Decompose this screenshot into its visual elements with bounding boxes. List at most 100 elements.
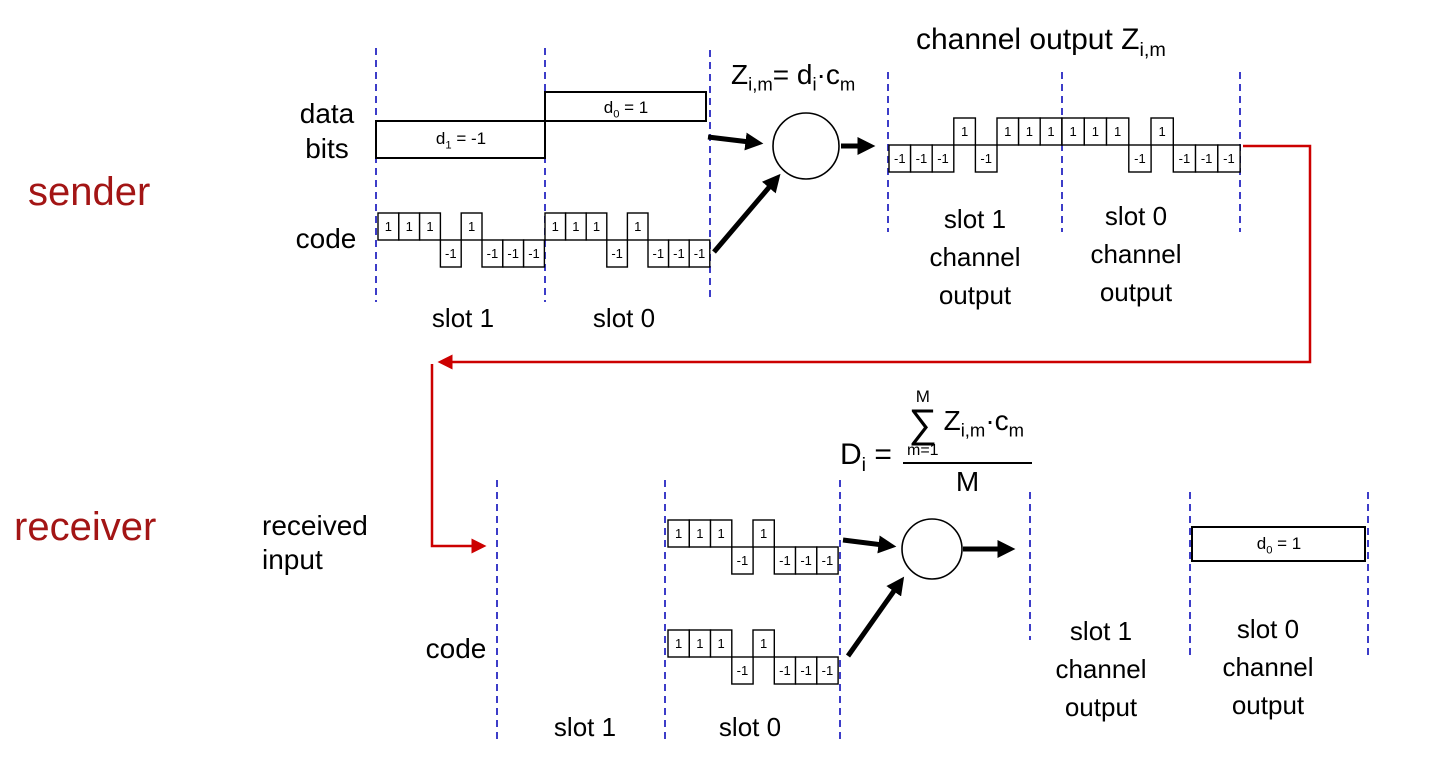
d0-value: = 1 [619, 98, 649, 117]
chip-value-label: 1 [961, 124, 968, 139]
chip-value-label: -1 [779, 663, 791, 678]
formula-eq-d: = d [772, 59, 813, 90]
receiver-correlator-node [901, 518, 963, 580]
chip-value-label: -1 [800, 663, 812, 678]
chip-value-label: -1 [737, 663, 749, 678]
waveform-chip [1150, 117, 1174, 146]
receiver-d0-value: = 1 [1272, 534, 1302, 553]
chip-value-label: -1 [611, 246, 623, 261]
d1-box-label: d1 = -1 [436, 129, 486, 151]
waveform-chip [1217, 144, 1241, 173]
receiver-slot1-caption-line2: channel [1055, 654, 1147, 684]
formula-D: D [840, 438, 862, 471]
channel-slot1-caption: slot 1 channel output [929, 200, 1020, 314]
chip-value-label: 1 [1047, 124, 1054, 139]
waveform-chip [816, 546, 839, 575]
waveform-chip [606, 239, 629, 268]
chip-value-label: -1 [822, 663, 834, 678]
receiver-slot1-caption-line3: output [1064, 692, 1138, 722]
channel-slot0-caption-line3: output [1099, 277, 1173, 307]
waveform-chip [1105, 117, 1130, 146]
waveform-chip [522, 239, 546, 268]
receiver-d0-box [1191, 526, 1366, 562]
waveform-chip [439, 239, 462, 268]
d0-box-label: d0 = 1 [604, 98, 649, 120]
d1-bit-box [375, 120, 546, 159]
receiver-slot0-caption-line3: output [1231, 690, 1305, 720]
chip-value-label: -1 [779, 553, 791, 568]
receiver-slot1-caption: slot 1 channel output [1055, 612, 1146, 726]
chip-value-label: 1 [696, 636, 703, 651]
chip-value-label: 1 [1004, 124, 1011, 139]
channel-output-title-sub: i,m [1139, 39, 1166, 61]
formula-z-sub: i,m [748, 73, 773, 95]
chip-value-label: 1 [696, 526, 703, 541]
waveform-chip [460, 212, 483, 241]
formula-D-sub: i [861, 454, 867, 476]
channel-output-title-text: channel output Z [916, 23, 1140, 56]
chip-value-label: 1 [572, 219, 579, 234]
formula-summand: Zi,m·cm [944, 405, 1024, 442]
formula-d-sub: i [812, 73, 817, 95]
chip-value-label: -1 [1223, 151, 1235, 166]
chip-value-label: -1 [800, 553, 812, 568]
summation-symbol: M ∑ m=1 [907, 388, 939, 459]
formula-eq: = [866, 438, 892, 471]
received-input-line1: received [262, 510, 368, 541]
formula-z: Z [731, 59, 749, 90]
receiver-slot0-caption: slot 0 channel output [1222, 610, 1313, 724]
chip-value-label: -1 [916, 151, 928, 166]
d1-base: d [435, 129, 446, 148]
sender-multiplier-node [772, 112, 840, 180]
receiver-section-label: receiver [14, 505, 157, 549]
waveform-chip [816, 656, 839, 685]
formula-c-sub: m [839, 73, 856, 95]
waveform-chip [585, 212, 608, 241]
receiver-slot0-caption-line1: slot 0 [1236, 614, 1300, 644]
sender-data-bits-waveform [375, 91, 707, 159]
waveform-chip [752, 519, 775, 548]
chip-value-label: 1 [385, 219, 392, 234]
channel-feed-arrow-bottom [430, 364, 487, 554]
chip-value-label: -1 [673, 246, 685, 261]
chip-value-label: -1 [445, 246, 457, 261]
channel-feed-path [430, 144, 1312, 554]
chip-value-label: -1 [1179, 151, 1191, 166]
waveform-chip [1128, 144, 1152, 173]
code-to-multiplier-arrow [712, 173, 781, 254]
chip-value-label: 1 [634, 219, 641, 234]
chip-value-label: 1 [406, 219, 413, 234]
chip-value-label: 1 [675, 526, 682, 541]
sender-code-label: code [295, 223, 357, 254]
data-bits-line1: data [299, 98, 355, 129]
chip-value-label: -1 [528, 246, 540, 261]
data-bits-line2: bits [305, 133, 349, 164]
chip-value-label: -1 [694, 246, 706, 261]
channel-slot0-caption-line2: channel [1090, 239, 1182, 269]
chip-value-label: -1 [1201, 151, 1213, 166]
chip-value-label: 1 [1069, 124, 1076, 139]
waveform-chip [974, 144, 998, 173]
chip-value-label: -1 [1134, 151, 1146, 166]
chip-value-label: 1 [593, 219, 600, 234]
channel-slot1-caption-line2: channel [929, 242, 1021, 272]
data-bits-label: data bits [300, 96, 355, 166]
receiver-slot1-caption-line1: slot 1 [1069, 616, 1133, 646]
receiver-slot1-label: slot 1 [553, 712, 617, 742]
formula-Z: Z [943, 405, 961, 437]
chip-value-label: 1 [760, 636, 767, 651]
received-input-label: received input [262, 509, 368, 577]
black-arrows [707, 132, 1016, 658]
sum-lower-limit: m=1 [907, 442, 939, 459]
chip-value-label: -1 [894, 151, 906, 166]
formula-dot-c: ·c [816, 59, 840, 90]
receiver-slot0-label: slot 0 [718, 712, 782, 742]
chip-value-label: -1 [937, 151, 949, 166]
channel-slot1-caption-line1: slot 1 [943, 204, 1007, 234]
chip-value-label: -1 [487, 246, 499, 261]
sum-upper-limit: M [915, 387, 930, 406]
chip-value-label: 1 [717, 526, 724, 541]
